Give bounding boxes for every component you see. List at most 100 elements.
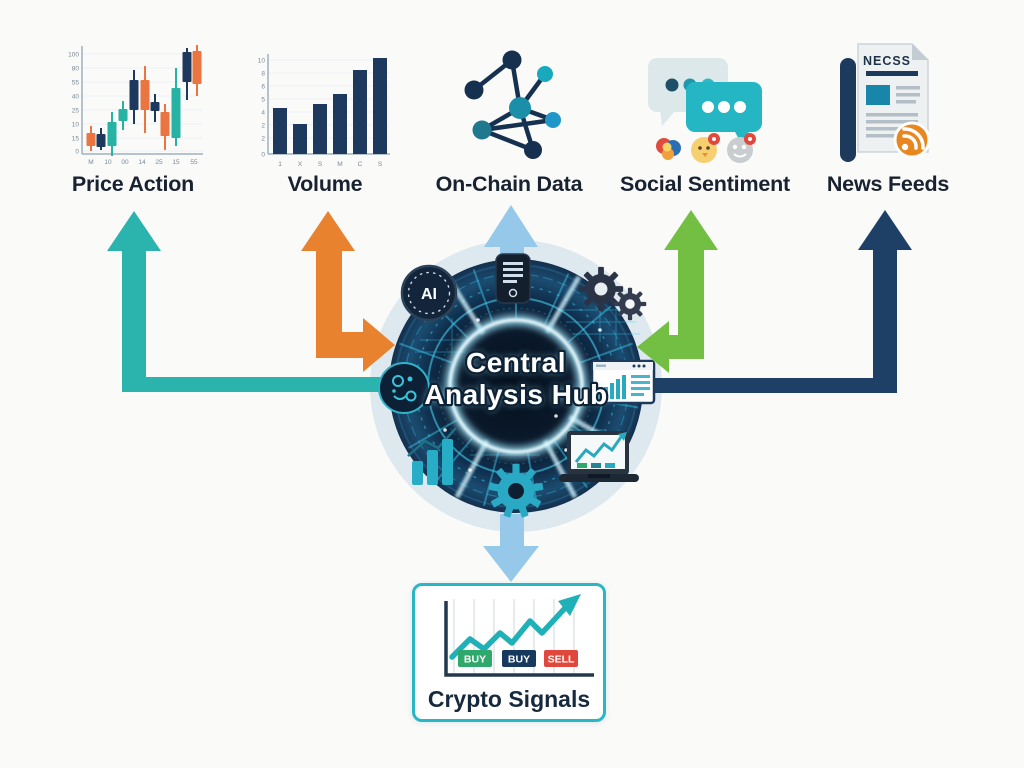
volume-bar [333, 94, 347, 154]
label-price-action: Price Action [71, 172, 195, 196]
output-arrow [483, 514, 539, 582]
volume-bars-group [273, 58, 387, 154]
network-graph-icon [464, 50, 561, 159]
chip-molecule-icon [378, 362, 430, 414]
on-chain-data-arrow [484, 205, 538, 275]
network-node [545, 112, 561, 128]
rss-icon [893, 121, 931, 159]
signal-badge [544, 650, 578, 667]
axis-tick-label: 10 [104, 159, 112, 166]
axis-tick-label: S [378, 161, 383, 168]
signals-trend-line [449, 604, 569, 660]
volume-arrow [301, 211, 395, 372]
axis-tick-label: 10 [72, 121, 80, 128]
bar-growth-icon [407, 427, 457, 485]
server-icon [495, 253, 531, 304]
signal-badge-label: BUY [508, 654, 530, 666]
axis-tick-label: 100 [68, 51, 79, 58]
emoji-smiley-icon [727, 133, 756, 163]
axis-tick-label: 25 [72, 107, 80, 114]
crypto-signals-label: Crypto Signals [427, 686, 591, 712]
axis-tick-label: 0 [75, 148, 79, 155]
gears-icon [578, 266, 647, 321]
network-node [524, 141, 542, 159]
axis-tick-label: M [88, 159, 93, 166]
candle-body [86, 133, 96, 146]
axis-tick-label: 55 [190, 159, 198, 166]
analytics-panel-icon [590, 359, 656, 405]
ai-badge-label: AI [421, 286, 437, 303]
axis-tick-label: 2 [261, 135, 265, 142]
candle-body [96, 134, 106, 147]
candle-body [192, 51, 202, 84]
gear-shape [613, 287, 647, 321]
label-on-chain-data: On-Chain Data [435, 172, 583, 196]
axis-tick-label: 6 [261, 83, 265, 90]
chat-bubbles-emoji-icon [648, 58, 762, 163]
axis-tick-label: 10 [258, 57, 266, 64]
signal-badge-label: BUY [464, 654, 486, 666]
candle-body [140, 80, 150, 110]
axis-tick-label: 15 [72, 135, 80, 142]
axis-tick-label: 40 [72, 93, 80, 100]
signal-badge [458, 650, 492, 667]
volume-axis-ticks: 10 8 6 5 4 2 2 0 1 X S M C S [258, 57, 383, 168]
hub-title-glow-line1: Central [466, 347, 566, 378]
gear-shape [578, 266, 624, 312]
signals-axis [444, 601, 594, 677]
axis-tick-label: C [358, 161, 363, 168]
axis-tick-label: X [298, 161, 303, 168]
candle-body [171, 88, 181, 138]
social-sentiment-arrow [637, 210, 718, 373]
trend-arrowhead-icon [558, 594, 581, 616]
label-volume: Volume [287, 172, 363, 196]
label-news-feeds: News Feeds [826, 172, 950, 196]
axis-tick-label: 8 [261, 70, 265, 77]
news-feeds-arrow [641, 210, 912, 393]
volume-bar [353, 70, 367, 154]
network-edge [481, 117, 554, 133]
emoji-splash-icon [656, 138, 681, 160]
axis-tick-label: M [337, 161, 342, 168]
ai-badge-icon: AI [400, 264, 458, 322]
axis-tick-label: 2 [261, 122, 265, 129]
network-node [502, 50, 522, 70]
newspaper-masthead: NECSS [863, 54, 911, 68]
laptop-chart-icon [559, 431, 639, 482]
axis-tick-label: 1 [278, 161, 282, 168]
candle-body [150, 102, 160, 111]
axis-tick-label: 0 [261, 151, 265, 158]
candle-body [160, 112, 170, 136]
axis-tick-label: 5 [261, 96, 265, 103]
price-action-arrow [107, 211, 402, 392]
gear-icon [488, 463, 544, 518]
candle-body [107, 122, 117, 146]
axis-tick-label: 80 [72, 65, 80, 72]
hub-title-line2: Analysis Hub [424, 379, 607, 410]
candles-group [86, 45, 202, 156]
network-node [472, 120, 492, 140]
axis-tick-label: 00 [121, 159, 129, 166]
network-node [537, 66, 553, 82]
volume-bar [273, 108, 287, 154]
label-social-sentiment: Social Sentiment [619, 172, 791, 196]
newspaper-rss-icon: NECSS [840, 43, 931, 162]
hub-title-glow-line2: Analysis Hub [424, 379, 607, 410]
emoji-chick-icon [691, 133, 720, 163]
volume-bar [373, 58, 387, 154]
volume-bar [293, 124, 307, 154]
axis-tick-label: 4 [261, 109, 265, 116]
volume-bar [313, 104, 327, 154]
axis-tick-label: 14 [138, 159, 146, 166]
signal-badge [502, 650, 536, 667]
network-node [464, 80, 484, 100]
axis-tick-label: S [318, 161, 323, 168]
candle-body [129, 80, 139, 110]
